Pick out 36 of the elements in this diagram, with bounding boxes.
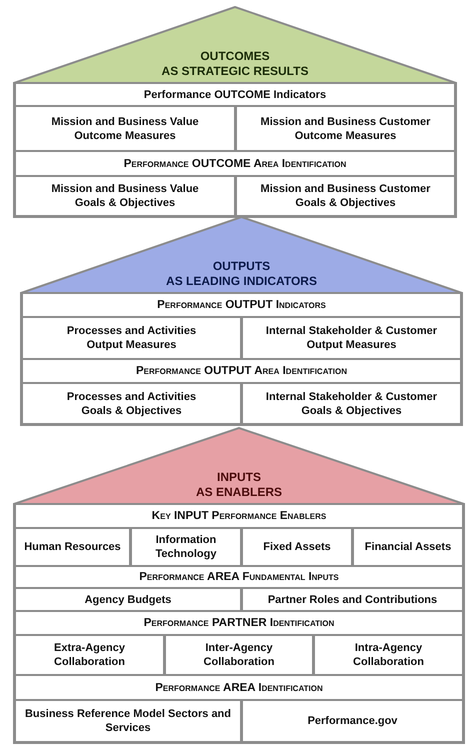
category-box: Fixed Assets — [243, 529, 351, 565]
header-band: Performance OUTPUT Indicators — [23, 294, 460, 316]
category-box: Mission and Business Customer Goals & Objectives — [237, 177, 454, 215]
category-box: Mission and Business Value Outcome Measures — [16, 107, 234, 150]
header-band: Performance AREA Identification — [16, 676, 462, 699]
house-shape — [13, 6, 457, 218]
house-subtitle: AS ENABLERS — [196, 485, 282, 500]
category-box: Mission and Business Value Goals & Objectives — [16, 177, 234, 215]
house-subtitle: AS LEADING INDICATORS — [166, 274, 317, 289]
category-box: Human Resources — [16, 529, 129, 565]
header-band: Performance PARTNER Identification — [16, 612, 462, 634]
header-band: Performance AREA Fundamental Inputs — [16, 567, 462, 587]
category-box: Mission and Business Customer Outcome Measures — [237, 107, 454, 150]
header-band: Performance OUTCOME Area Identification — [16, 152, 454, 175]
house-shape — [13, 427, 465, 744]
category-box: Financial Assets — [354, 529, 462, 565]
house-subtitle: AS STRATEGIC RESULTS — [162, 64, 308, 79]
header-band: Performance OUTPUT Area Identification — [23, 360, 460, 382]
category-box: Inter-Agency Collaboration — [166, 636, 312, 674]
house-title: OUTPUTS — [212, 259, 270, 274]
category-box: Processes and Activities Goals & Objectives — [23, 384, 240, 423]
header-band: Key INPUT Performance Enablers — [16, 505, 462, 527]
category-box: Intra-Agency Collaboration — [315, 636, 462, 674]
category-box: Performance.gov — [243, 701, 462, 741]
category-box: Extra-Agency Collaboration — [16, 636, 163, 674]
house-shape — [20, 216, 463, 426]
category-box: Processes and Activities Output Measures — [23, 318, 240, 358]
category-box: Agency Budgets — [16, 589, 240, 610]
house-title: INPUTS — [217, 470, 261, 485]
header-band: Performance OUTCOME Indicators — [16, 84, 454, 105]
category-box: Internal Stakeholder & Customer Output Measures — [243, 318, 460, 358]
category-box: Information Technology — [132, 529, 240, 565]
category-box: Internal Stakeholder & Customer Goals & Objectives — [243, 384, 460, 423]
house-title: OUTCOMES — [200, 49, 270, 64]
category-box: Business Reference Model Sectors and Services — [16, 701, 240, 741]
category-box: Partner Roles and Contributions — [243, 589, 462, 610]
